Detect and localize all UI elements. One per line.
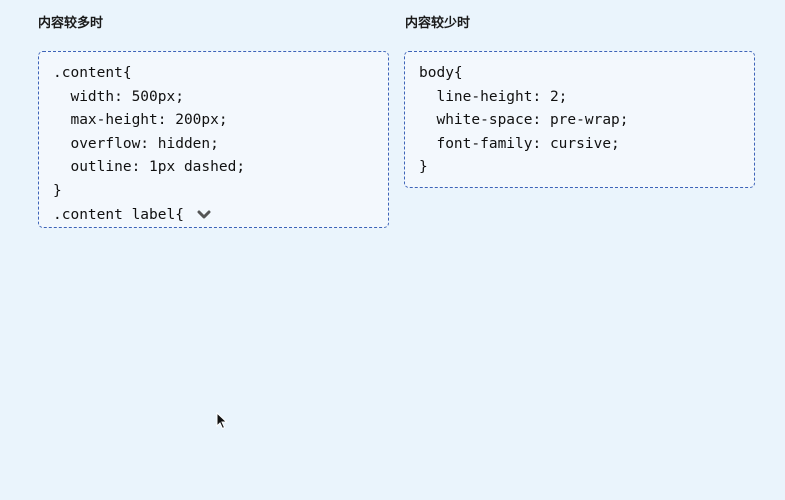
code-line: } bbox=[419, 159, 428, 176]
code-line: line-height: 2; bbox=[419, 88, 568, 105]
code-line: overflow: hidden; bbox=[53, 135, 219, 152]
code-line: } bbox=[53, 182, 62, 199]
right-panel-title: 内容较少时 bbox=[405, 16, 471, 31]
code-box-more-content: .content{ width: 500px; max-height: 200p… bbox=[38, 51, 389, 228]
code-line: outline: 1px dashed; bbox=[53, 159, 246, 176]
chevron-down-icon bbox=[197, 210, 211, 219]
code-line: width: 500px; bbox=[53, 88, 184, 105]
code-line: font-family: cursive; bbox=[419, 135, 620, 152]
code-box-less-content: body{ line-height: 2; white-space: pre-w… bbox=[404, 51, 755, 188]
code-line-with-toggle: .content label{ bbox=[53, 204, 388, 227]
mouse-cursor-icon bbox=[216, 412, 228, 430]
left-panel-title: 内容较多时 bbox=[38, 16, 104, 31]
code-line: white-space: pre-wrap; bbox=[419, 112, 629, 129]
code-line: body{ bbox=[419, 65, 463, 81]
expand-toggle[interactable] bbox=[196, 207, 212, 223]
code-line-text: .content label{ bbox=[53, 206, 184, 223]
code-line: .content{ bbox=[53, 65, 132, 81]
code-line: max-height: 200px; bbox=[53, 112, 228, 129]
